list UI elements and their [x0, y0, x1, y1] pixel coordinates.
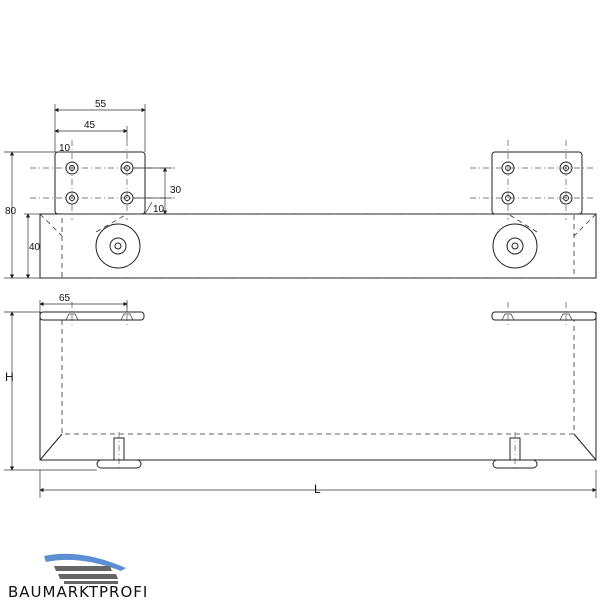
dim-55-label: 55 [95, 99, 107, 110]
dim-40: 40 [24, 213, 41, 279]
dim-80-label: 80 [5, 206, 17, 217]
foot-right [492, 432, 538, 470]
dim-30: 30 [133, 167, 182, 215]
dim-30-label: 30 [170, 185, 182, 196]
dim-10-top-label: 10 [59, 143, 71, 154]
u-profile-outer [39, 312, 597, 461]
dim-55: 55 [54, 99, 146, 152]
dim-l-label: L [314, 482, 321, 496]
foot-left [96, 432, 142, 470]
front-view: 65 H L [4, 293, 597, 498]
left-mounting-plate [54, 151, 146, 215]
flange-screws [65, 302, 573, 326]
bar-top-view [39, 213, 597, 279]
flange-right [491, 311, 597, 321]
foot-disc-left [95, 213, 141, 269]
bar-top-view-inner [61, 213, 575, 279]
dim-65: 65 [39, 293, 128, 312]
u-profile-inner [61, 320, 575, 435]
dim-10-side-label: 10 [153, 204, 165, 215]
flange-left [39, 311, 145, 321]
dim-l: L [39, 470, 597, 498]
foot-disc-right [492, 213, 538, 269]
dim-10-top: 10 [55, 143, 72, 154]
top-view: 55 45 10 30 10 80 [4, 99, 597, 279]
dim-40-label: 40 [29, 242, 41, 253]
dim-h-label: H [5, 370, 14, 384]
brand-name: BAUMARKTPROFI [8, 583, 148, 600]
brand-logo: BAUMARKTPROFI [8, 553, 148, 600]
dim-65-label: 65 [59, 293, 71, 304]
dim-h: H [4, 311, 97, 471]
roof-icon [44, 553, 126, 584]
dim-45: 45 [54, 120, 128, 140]
right-mounting-plate [491, 151, 583, 215]
dim-80: 80 [4, 151, 55, 279]
dim-10-side: 10 [144, 201, 165, 215]
dim-45-label: 45 [84, 120, 96, 131]
